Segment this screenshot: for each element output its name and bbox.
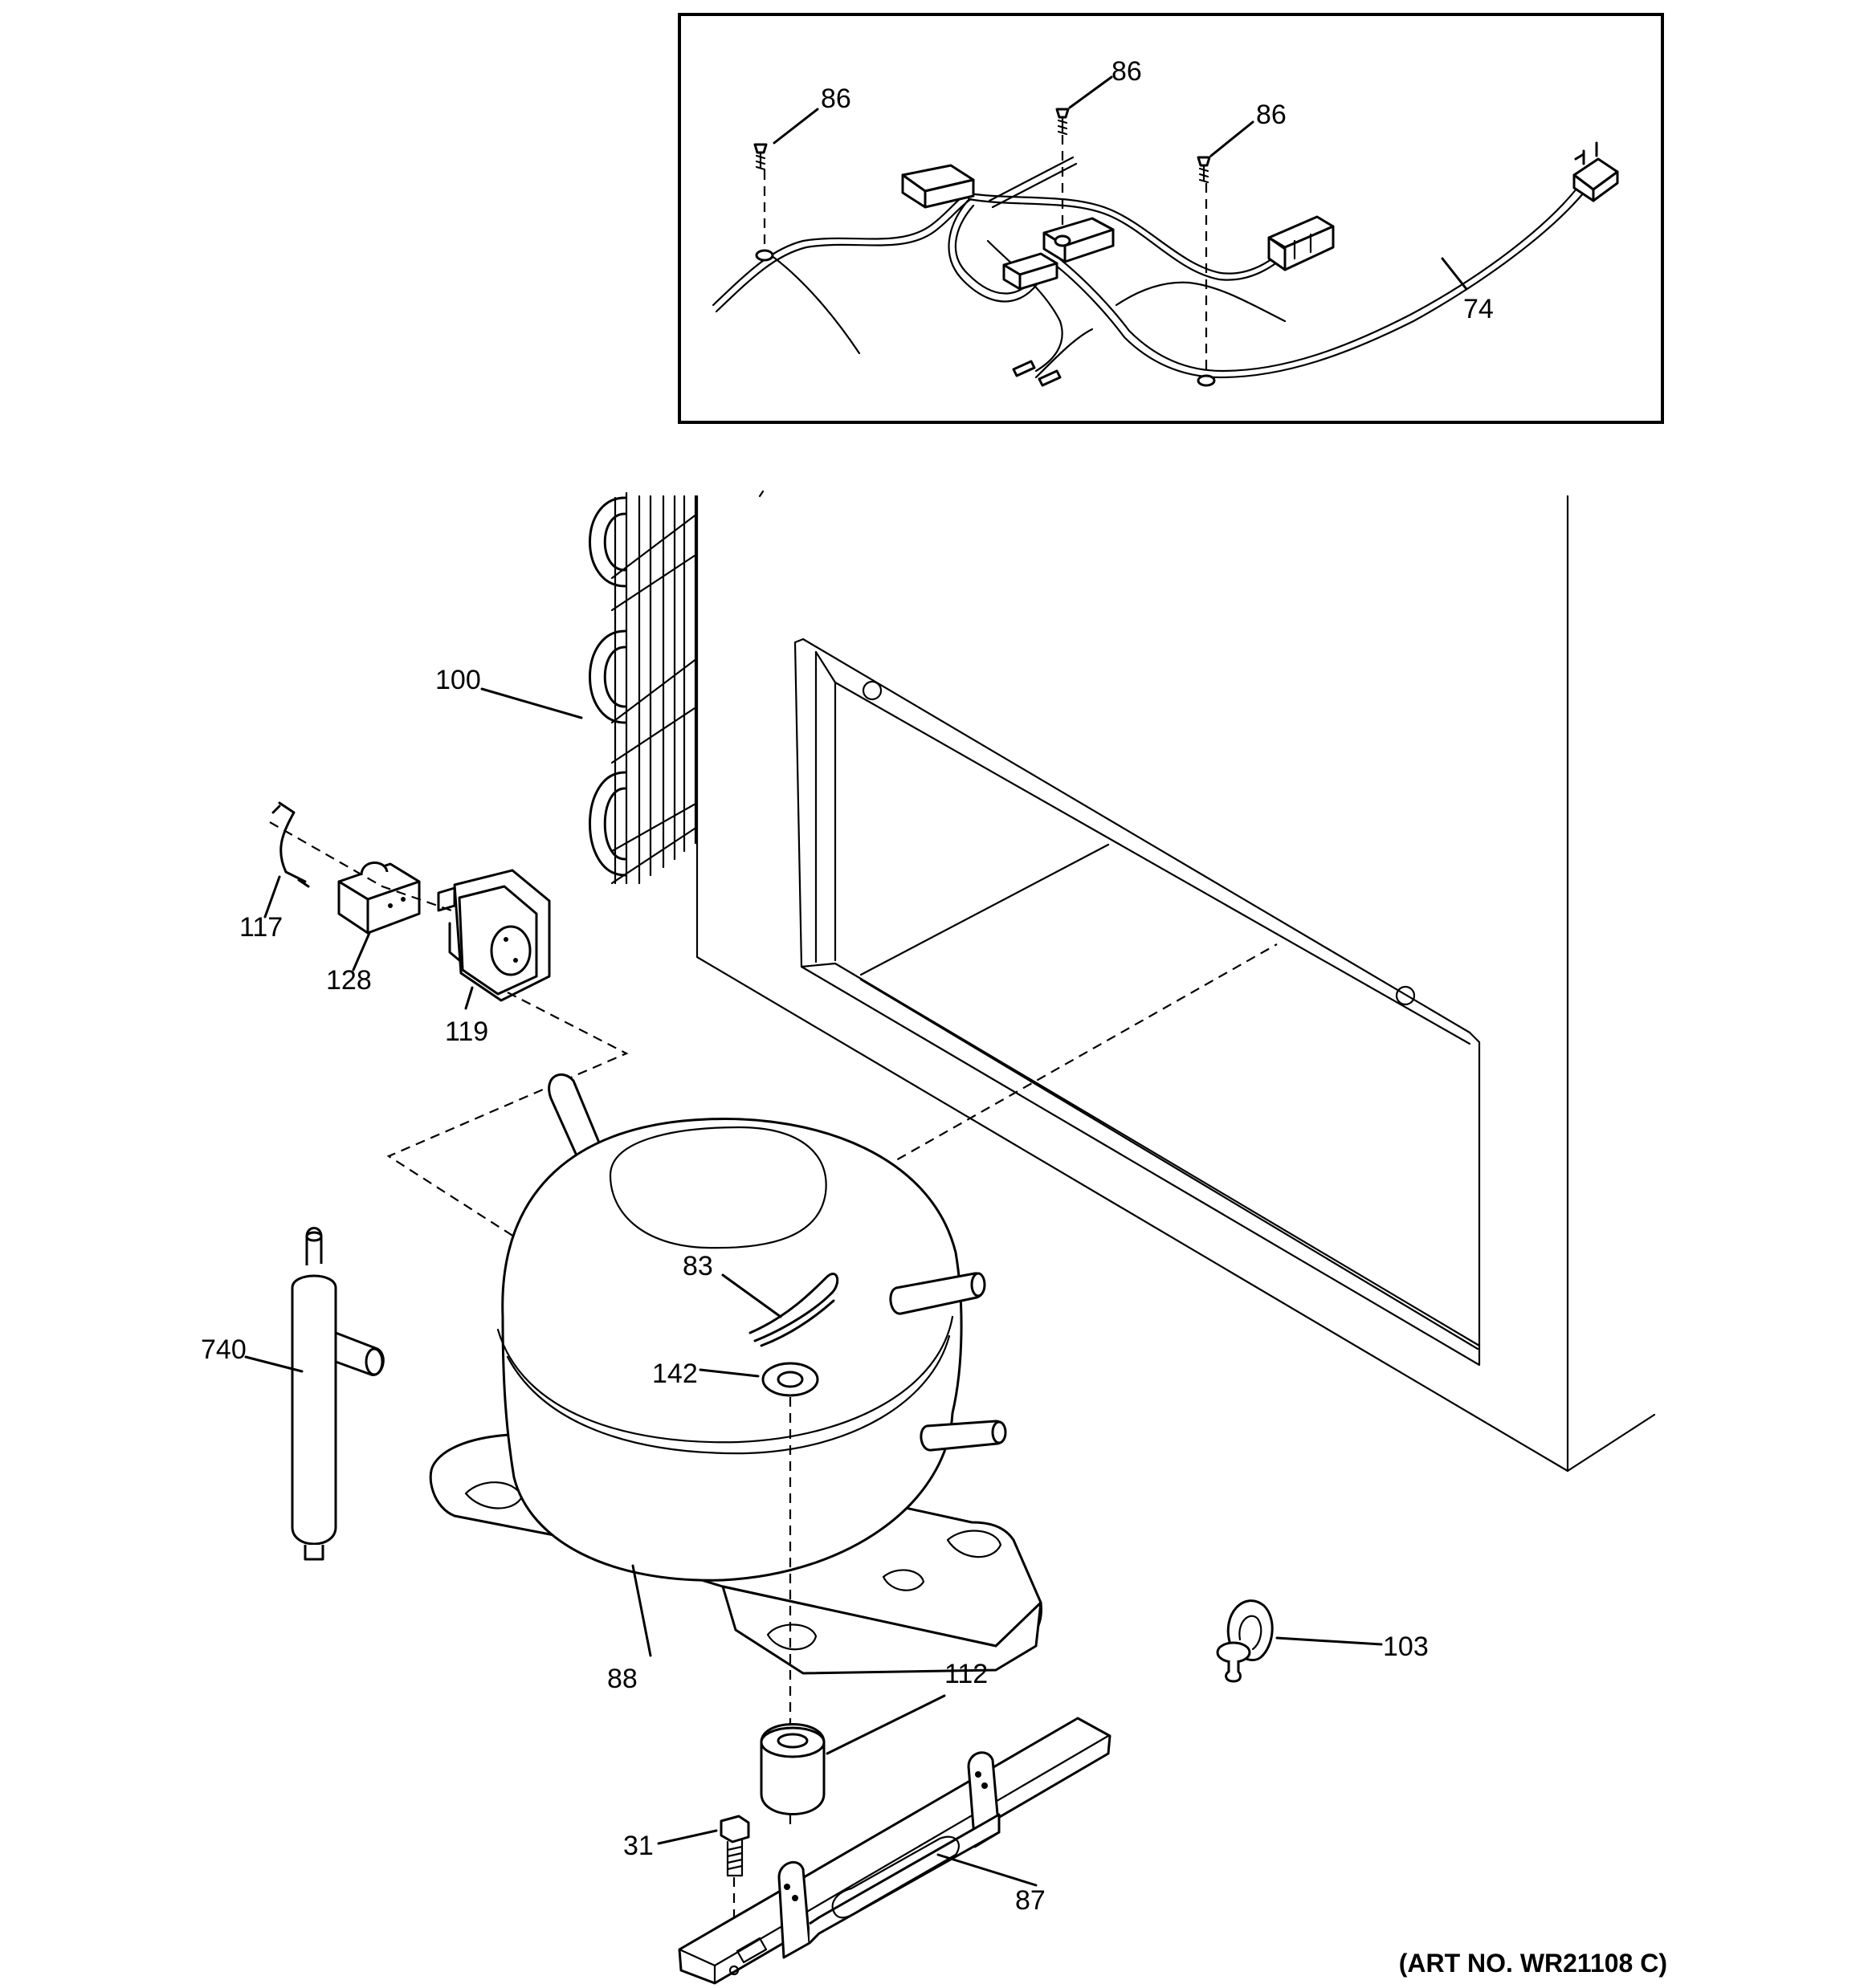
mounting-hole-right [1395,985,1416,1006]
drier-740 [244,1227,385,1561]
ring-terminal-2 [1054,234,1071,247]
start-relay-119 [437,869,551,1010]
callout-87: 87 [1015,1885,1046,1916]
callout-86-middle: 86 [1111,56,1142,87]
screw-86-left [753,143,768,251]
wire-harness [712,156,1585,379]
callout-86-left: 86 [821,84,851,114]
mounting-hole-left [862,680,883,701]
condenser-coil-100 [480,491,699,885]
screw-86-middle [1055,108,1070,238]
tube-clamp-103 [1216,1599,1383,1683]
callout-112: 112 [944,1659,988,1689]
compressor-88 [429,1073,1042,1675]
power-plug [1572,141,1619,202]
callout-142: 142 [652,1359,698,1389]
ring-terminal-3 [1197,374,1216,387]
retainer-wire-83 [721,1273,839,1347]
callout-86-right: 86 [1256,100,1287,130]
grommet-142 [699,1362,819,1397]
callout-88: 88 [607,1664,638,1694]
screw-86-right [1197,156,1211,377]
callout-117: 117 [239,912,283,943]
spade-terminal-2 [1038,369,1062,387]
art-number: (ART NO. WR21108 C) [1399,1949,1667,1978]
callout-128: 128 [326,965,372,996]
refrigerator-cabinet [695,490,1656,1473]
spade-terminal-1 [1012,360,1036,377]
wiring-harness-inset [678,13,1664,424]
clip-117 [263,801,310,919]
callout-103: 103 [1383,1632,1429,1662]
inset-frame [678,13,1664,424]
callout-74: 74 [1463,294,1494,324]
overload-protector-128 [337,862,421,972]
callout-740: 740 [201,1334,247,1365]
callout-119: 119 [445,1016,488,1047]
mounting-bracket-87 [678,1717,1111,1985]
harness-connector-right [1267,215,1335,271]
callout-100: 100 [435,665,481,695]
harness-connector-left [901,164,975,209]
mounting-grommet-112 [760,1694,946,1815]
harness-terminal-block [1002,252,1058,291]
callout-83: 83 [683,1251,713,1281]
relay-alignment-dash [269,821,457,914]
ring-terminal-1 [755,249,774,262]
callout-31: 31 [623,1831,654,1861]
